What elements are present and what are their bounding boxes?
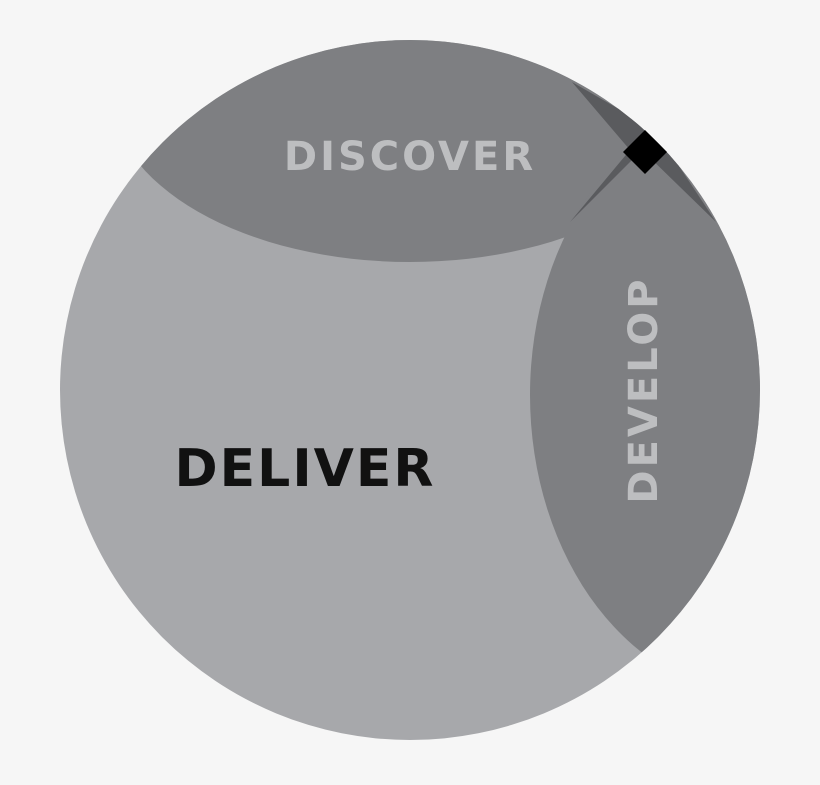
develop-label: DEVELOP <box>621 276 667 503</box>
overlap-region <box>570 82 716 222</box>
center-diamond <box>623 130 667 174</box>
develop-region <box>530 95 760 695</box>
deliver-label: DELIVER <box>175 439 436 499</box>
discover-region <box>110 40 710 262</box>
discover-label: DISCOVER <box>284 134 536 180</box>
